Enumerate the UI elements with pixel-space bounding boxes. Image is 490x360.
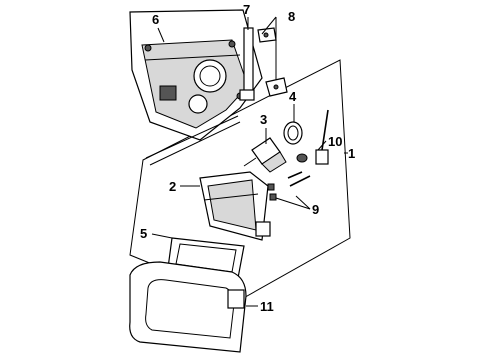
callout-1: 1: [348, 146, 355, 161]
retaining-clip-upper: [257, 27, 277, 43]
callout-5: 5: [140, 226, 147, 241]
leader-lines: [151, 16, 348, 307]
assembly-outline: [129, 59, 351, 301]
harness-tail: [145, 115, 241, 166]
callout-10: 10: [328, 134, 342, 149]
headlamp-unit: [199, 171, 271, 241]
callout-4: 4: [289, 89, 297, 104]
callout-11: 11: [260, 299, 274, 314]
retaining-clip-lower: [265, 77, 288, 97]
callout-8: 8: [288, 9, 295, 24]
fastener-screws: [267, 171, 311, 201]
callout-3: 3: [260, 112, 267, 127]
callout-9: 9: [312, 202, 319, 217]
adjusting-screw: [315, 109, 329, 165]
callout-7: 7: [243, 2, 250, 17]
housing-bracket: [129, 9, 263, 141]
bulb-socket: [243, 137, 287, 173]
lock-ring: [283, 121, 308, 163]
headlamp-bezel: [129, 261, 247, 353]
callout-6: 6: [152, 12, 159, 27]
callout-2: 2: [169, 179, 176, 194]
